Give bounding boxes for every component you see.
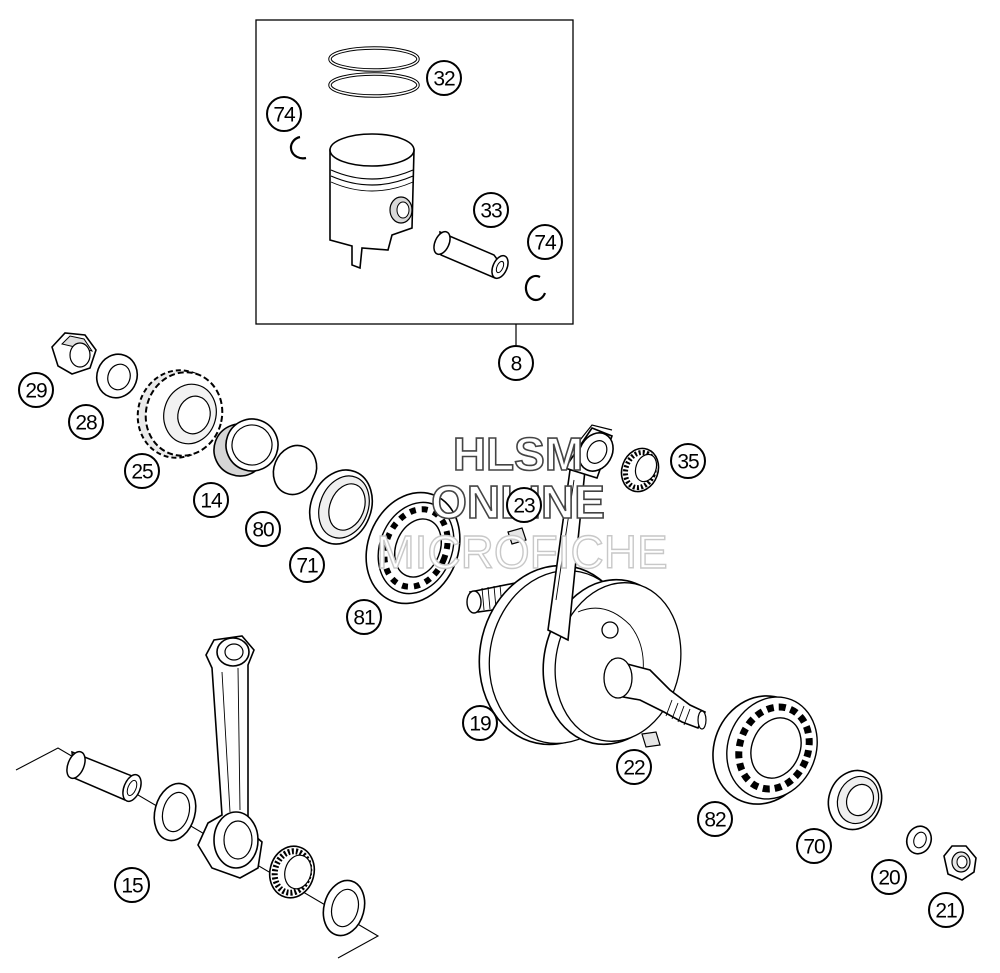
spacer-ring — [213, 418, 279, 477]
svg-text:8: 8 — [511, 353, 522, 376]
svg-text:28: 28 — [75, 412, 97, 435]
nut-right — [943, 845, 977, 881]
svg-text:33: 33 — [480, 200, 502, 223]
callout-23[interactable]: 23 — [506, 487, 542, 523]
woodruff-key-left — [507, 527, 527, 545]
piston-kit-group — [255, 19, 574, 345]
woodruff-key-right — [641, 731, 661, 748]
svg-text:82: 82 — [704, 809, 726, 832]
callout-70[interactable]: 70 — [796, 828, 832, 864]
connecting-rod — [197, 635, 263, 879]
callout-74-right[interactable]: 74 — [527, 224, 563, 260]
callout-74-left[interactable]: 74 — [266, 96, 302, 132]
piston-rings — [328, 46, 420, 98]
piston-pin — [433, 230, 509, 280]
crankshaft-assembly — [466, 424, 707, 746]
crank-gear — [136, 369, 224, 459]
svg-text:20: 20 — [878, 867, 900, 890]
svg-text:22: 22 — [623, 757, 645, 780]
shaft-seal-right — [827, 769, 883, 831]
needle-bearing-big-end — [268, 845, 316, 899]
svg-text:74: 74 — [273, 104, 296, 127]
callout-71[interactable]: 71 — [289, 547, 325, 583]
svg-text:32: 32 — [433, 68, 455, 91]
svg-text:71: 71 — [296, 555, 318, 578]
piston — [329, 133, 415, 270]
svg-text:70: 70 — [803, 836, 825, 859]
callout-80[interactable]: 80 — [245, 511, 281, 547]
lock-washer-right — [905, 825, 933, 855]
svg-text:25: 25 — [131, 461, 153, 484]
lock-washer-left — [95, 353, 139, 399]
callout-20[interactable]: 20 — [871, 859, 907, 895]
thrust-washer-right — [322, 879, 366, 937]
callout-8[interactable]: 8 — [498, 345, 534, 381]
callout-29[interactable]: 29 — [18, 372, 54, 408]
svg-text:15: 15 — [121, 875, 143, 898]
thrust-washer-left — [153, 782, 197, 842]
callout-21[interactable]: 21 — [928, 892, 964, 928]
main-bearing-right — [712, 695, 818, 805]
callout-35[interactable]: 35 — [670, 443, 706, 479]
conrod-kit-group — [15, 635, 380, 959]
circlip-right — [524, 274, 547, 302]
callouts: 32 74 33 74 8 29 28 25 14 80 71 81 23 35… — [18, 60, 964, 928]
watermark-line-3: MICROFICHE — [376, 526, 667, 578]
nut-left — [51, 332, 97, 375]
crank-pin — [66, 750, 142, 803]
callout-22[interactable]: 22 — [616, 749, 652, 785]
shaft-seal-left — [308, 469, 374, 545]
svg-text:14: 14 — [200, 490, 223, 513]
callout-28[interactable]: 28 — [68, 404, 104, 440]
watermark-line-1: HLSM — [453, 428, 583, 480]
main-bearing-left — [365, 491, 461, 605]
watermark: HLSM ONLINE MICROFICHE — [376, 427, 669, 579]
callout-32[interactable]: 32 — [426, 60, 462, 96]
svg-text:29: 29 — [25, 380, 47, 403]
o-ring — [272, 444, 318, 496]
svg-text:81: 81 — [353, 607, 375, 630]
circlip-left — [289, 135, 307, 160]
callout-19[interactable]: 19 — [462, 705, 498, 741]
needle-bearing-small-end — [620, 447, 660, 493]
svg-text:80: 80 — [252, 519, 274, 542]
svg-text:35: 35 — [677, 451, 699, 474]
callout-14[interactable]: 14 — [193, 482, 229, 518]
callout-25[interactable]: 25 — [124, 453, 160, 489]
conrod-kit-bracket — [15, 747, 380, 959]
piston-kit-frame — [255, 19, 574, 325]
callout-33[interactable]: 33 — [473, 192, 509, 228]
svg-text:19: 19 — [469, 713, 491, 736]
svg-text:74: 74 — [534, 232, 557, 255]
svg-text:21: 21 — [935, 900, 957, 923]
callout-81[interactable]: 81 — [346, 599, 382, 635]
svg-text:23: 23 — [513, 495, 535, 518]
callout-82[interactable]: 82 — [697, 801, 733, 837]
callout-15[interactable]: 15 — [114, 867, 150, 903]
